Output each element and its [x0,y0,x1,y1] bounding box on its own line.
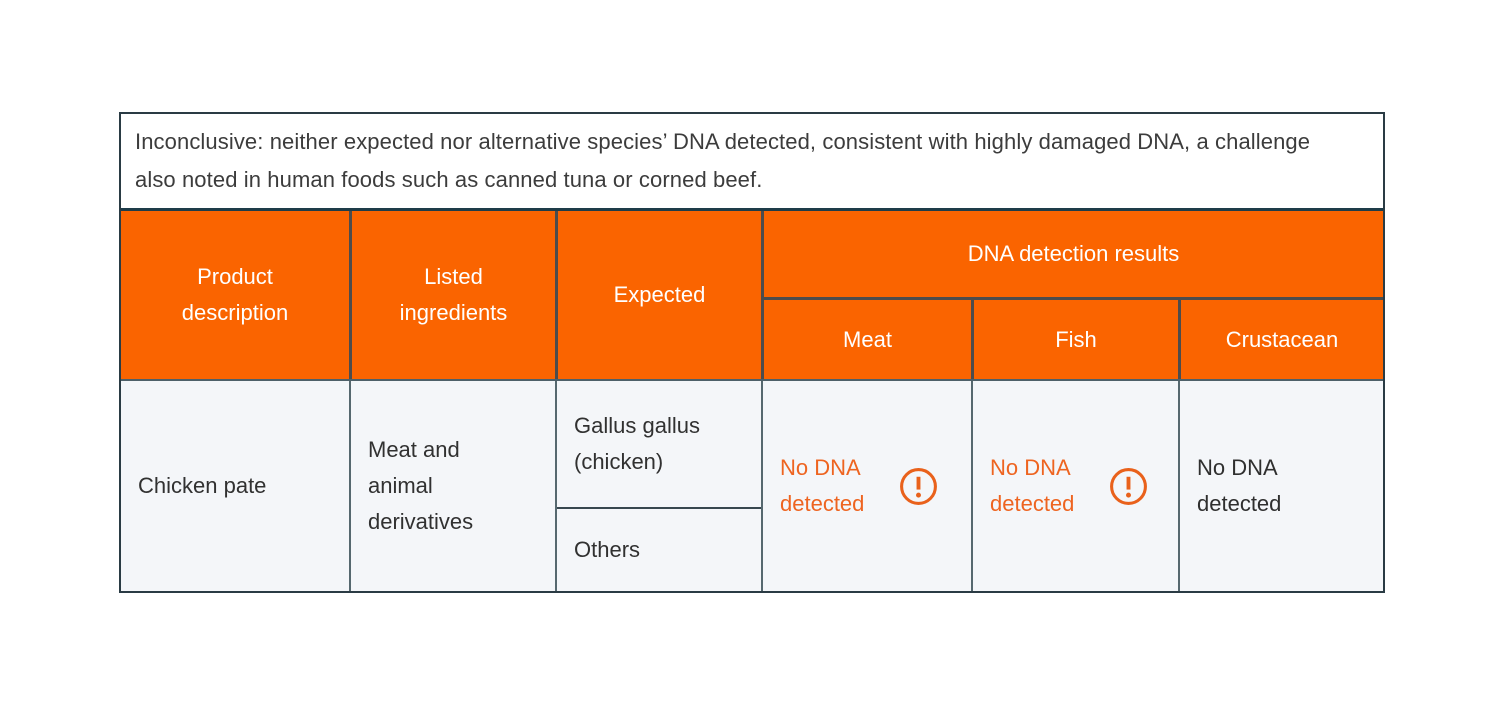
table-row: Chicken pate Meat and animal derivatives… [121,379,1383,591]
cell-product-description: Chicken pate [121,381,349,591]
header-product-description-label: Product description [181,264,289,325]
meat-result-value: No DNA detected [780,455,865,516]
table-header: Product description Listed ingredients E… [121,211,1383,379]
warning-icon [900,467,937,505]
header-listed-ingredients-label: Listed ingredients [399,264,508,325]
header-expected: Expected [555,211,761,379]
cell-expected-species: Gallus gallus (chicken) [557,381,761,507]
header-dna-detection-results: DNA detection results [761,211,1383,297]
warning-icon [1110,467,1147,505]
cell-expected-others: Others [557,507,761,591]
cell-listed-ingredients: Meat and animal derivatives [349,381,555,591]
inconclusive-note-box: Inconclusive: neither expected nor alter… [121,114,1383,211]
cell-meat-result: No DNA detected [761,381,971,591]
header-fish-label: Fish [1055,326,1097,352]
header-meat-label: Meat [843,326,892,352]
cell-fish-result: No DNA detected [971,381,1178,591]
inconclusive-note-text: Inconclusive: neither expected nor alter… [135,129,1311,192]
cell-expected: Gallus gallus (chicken) Others [555,381,761,591]
product-description-value: Chicken pate [138,473,267,498]
fish-result-value: No DNA detected [990,455,1075,516]
header-meat: Meat [761,297,971,379]
listed-ingredients-value: Meat and animal derivatives [368,437,474,534]
crustacean-result-value: No DNA detected [1197,455,1282,516]
header-fish: Fish [971,297,1178,379]
header-dna-detection-results-label: DNA detection results [967,241,1180,266]
header-listed-ingredients: Listed ingredients [349,211,555,379]
expected-species-value: Gallus gallus (chicken) [574,413,700,474]
header-crustacean: Crustacean [1178,297,1383,379]
header-expected-label: Expected [613,282,706,307]
dna-results-table: Inconclusive: neither expected nor alter… [119,112,1385,593]
header-crustacean-label: Crustacean [1225,326,1339,352]
header-product-description: Product description [121,211,349,379]
expected-others-value: Others [574,537,641,562]
cell-crustacean-result: No DNA detected [1178,381,1383,591]
